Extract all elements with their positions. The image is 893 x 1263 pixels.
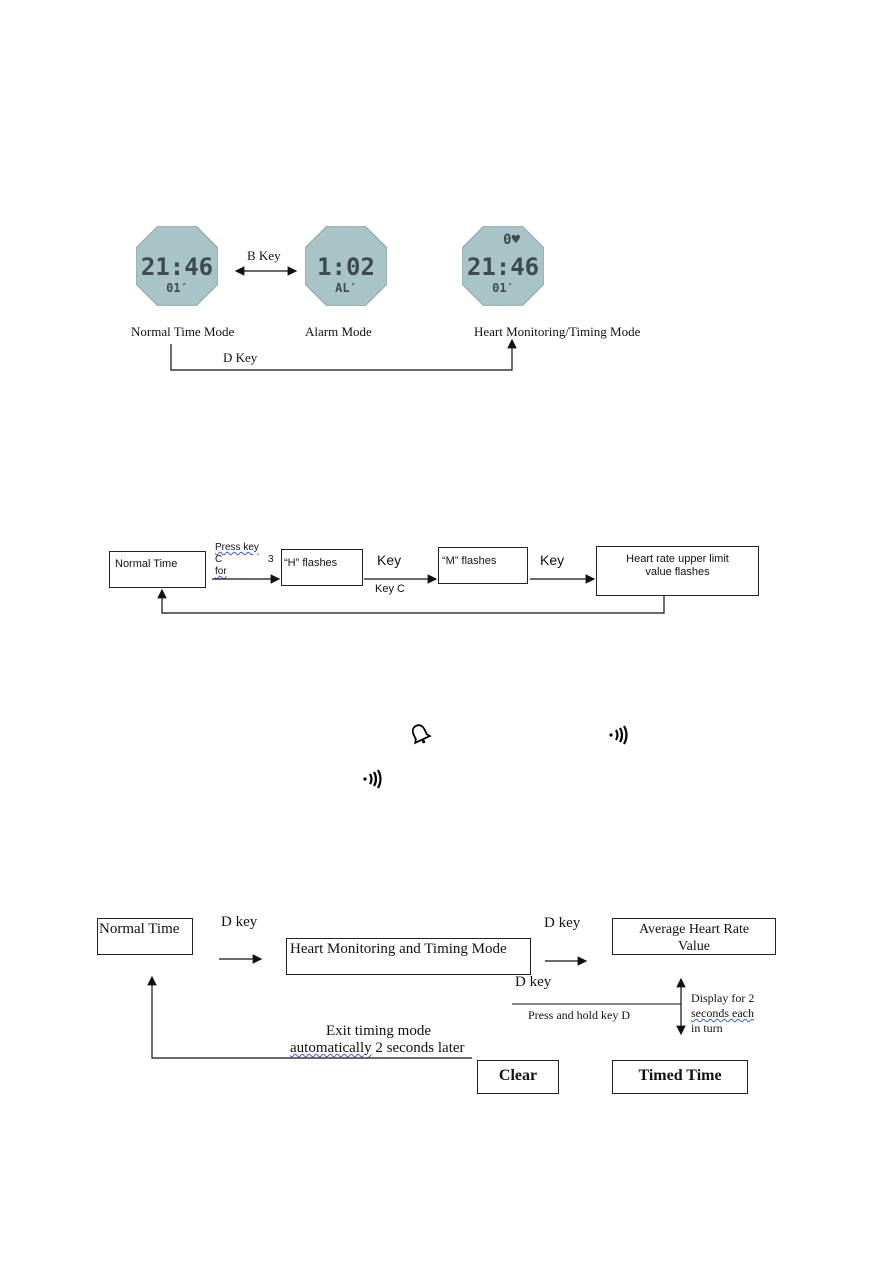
b-key-label: B Key xyxy=(247,248,281,263)
bell-icon xyxy=(408,722,432,746)
clear-label: Clear xyxy=(498,1067,538,1084)
normal-time-label: Normal Time xyxy=(99,921,180,937)
normal-time-box: Normal Time xyxy=(109,551,206,588)
heart-mode-label: Heart Monitoring and Timing Mode xyxy=(290,941,507,957)
timed-time-label: Timed Time xyxy=(638,1067,722,1084)
press-key-for: for xyxy=(215,566,227,577)
timed-time-box: Timed Time xyxy=(612,1060,748,1094)
heart-mode-box: Heart Monitoring and Timing Mode xyxy=(286,938,531,975)
lcd-main-digits: 21:46 xyxy=(140,253,214,281)
average-heart-rate-box: Average Heart Rate Value xyxy=(612,918,776,955)
d-key-label-1: D key xyxy=(221,914,258,930)
vibration-icon xyxy=(607,724,631,746)
lcd-normal-time: 21:46 01′ xyxy=(135,225,219,307)
d-key-label-2: D key xyxy=(544,915,581,931)
exit-line1: Exit timing mode xyxy=(326,1023,431,1039)
clear-box: Clear xyxy=(477,1060,559,1094)
press-key-3: 3 xyxy=(268,554,274,565)
display-line2: seconds each xyxy=(691,1006,754,1021)
d-key-label: D Key xyxy=(223,350,258,365)
mode-label-alarm: Alarm Mode xyxy=(305,324,372,339)
key-c-label: Key C xyxy=(375,583,405,595)
display-line2-text: seconds each xyxy=(691,1006,754,1020)
heart-limit-line2: value flashes xyxy=(645,566,710,578)
normal-time-box: Normal Time xyxy=(97,918,193,955)
heart-limit-box: Heart rate upper limit value flashes xyxy=(596,546,759,596)
press-hold-label: Press and hold key D xyxy=(528,1008,630,1022)
vibration-icon xyxy=(361,768,385,790)
h-flashes-box: “H” flashes xyxy=(281,549,363,586)
avg-line2: Value xyxy=(678,939,710,954)
lcd-sub-digits: AL′ xyxy=(335,281,357,295)
arrow-limit-back xyxy=(157,588,665,614)
m-flashes-label: “M” flashes xyxy=(442,555,497,567)
press-key-c: C xyxy=(215,554,223,565)
d-key-label-3: D key xyxy=(515,974,552,990)
lcd-heart-monitoring: 0♥ 21:46 01′ xyxy=(461,225,545,307)
key-label-2: Key xyxy=(540,552,565,568)
key-label-1: Key xyxy=(377,552,402,568)
exit-line2b: 2 seconds later xyxy=(371,1040,465,1056)
exit-line2: automatically 2 seconds later xyxy=(290,1040,465,1057)
display-note: Display for 2 seconds each in turn xyxy=(691,991,754,1036)
mode-label-normal: Normal Time Mode xyxy=(131,324,235,339)
lcd-sub-digits: 01′ xyxy=(492,281,514,295)
lcd-top-digits: 0♥ xyxy=(503,232,520,248)
normal-time-label: Normal Time xyxy=(115,558,178,570)
lcd-main-digits: 1:02 xyxy=(317,253,375,281)
lcd-alarm: 1:02 AL′ xyxy=(304,225,388,307)
heart-limit-line1: Heart rate upper limit xyxy=(626,553,729,565)
press-key-text: Press key xyxy=(215,542,259,553)
display-line1: Display for 2 xyxy=(691,991,755,1005)
h-flashes-label: “H” flashes xyxy=(284,557,338,569)
avg-line1: Average Heart Rate xyxy=(638,922,750,937)
lcd-main-digits: 21:46 xyxy=(466,253,540,281)
display-line3: in turn xyxy=(691,1021,723,1035)
exit-line2a: automatically xyxy=(290,1040,372,1056)
m-flashes-box: “M” flashes xyxy=(438,547,528,584)
mode-label-heart: Heart Monitoring/Timing Mode xyxy=(474,324,641,339)
lcd-sub-digits: 01′ xyxy=(166,281,188,295)
